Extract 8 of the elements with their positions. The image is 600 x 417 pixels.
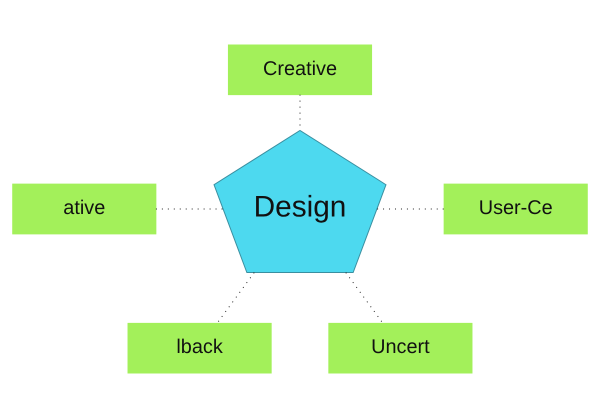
- connector: [216, 272, 255, 324]
- node-box: ative: [12, 183, 156, 234]
- node-box: Creative: [228, 44, 372, 95]
- connector: [155, 208, 224, 209]
- connector: [345, 272, 384, 324]
- node-box: Uncert: [328, 322, 472, 374]
- node-box: User-Ce: [444, 183, 588, 234]
- node-box: lback: [128, 322, 272, 374]
